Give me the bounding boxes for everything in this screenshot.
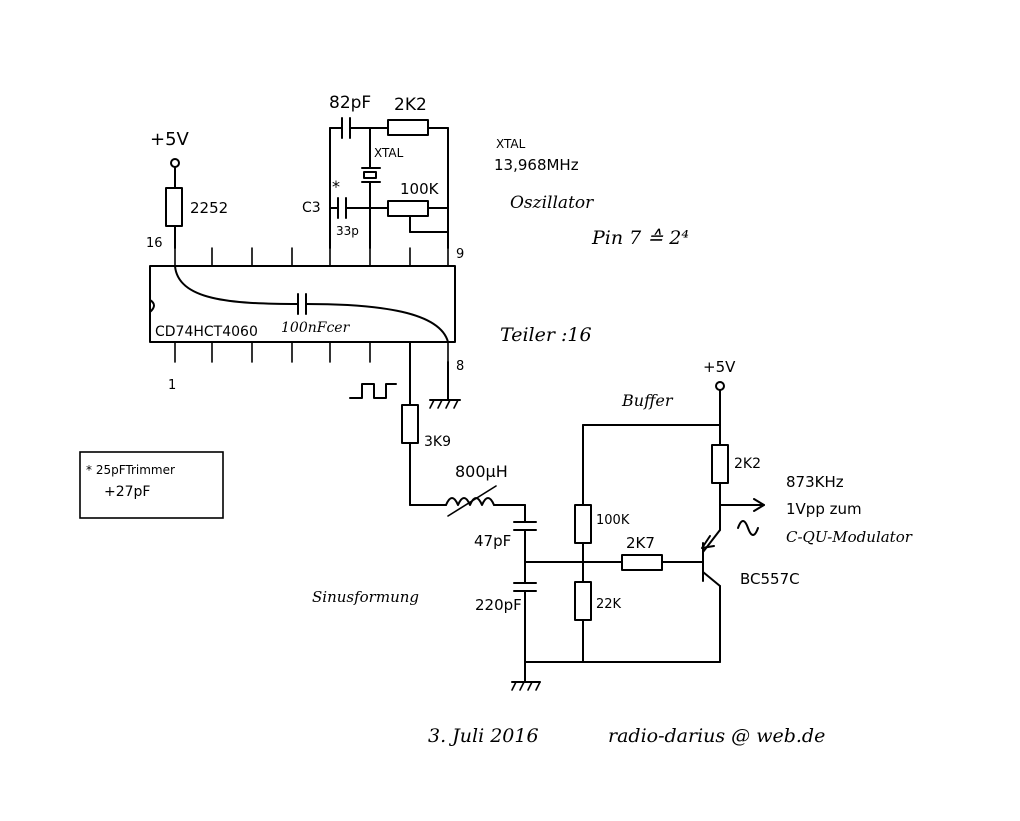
resistor-3k9-label: 3K9 — [424, 434, 451, 450]
supply-right-terminal — [715, 381, 725, 391]
footer-date: 3. Juli 2016 — [428, 725, 539, 747]
ic-decoupling-trace-left — [174, 265, 299, 305]
resistor-2k7-label: 2K7 — [626, 534, 655, 552]
sine-shaping-network: 800µH 47pF 220pF Sinusformung — [312, 462, 541, 691]
resistor-100k-top — [387, 200, 429, 217]
buffer-label: Buffer — [621, 391, 674, 410]
oscillator-network: 82pF 2K2 XTAL 100K C3 * 33p — [302, 93, 449, 249]
pin-16-label: 16 — [146, 236, 163, 251]
xtal-frequency: 13,968MHz — [494, 156, 579, 174]
resistor-3k9 — [401, 404, 419, 444]
sine-wave-icon — [737, 520, 759, 536]
resistor-100k-bias — [574, 504, 592, 544]
resistor-2252-label: 2252 — [190, 199, 228, 217]
cap-47pf-label: 47pF — [474, 532, 511, 550]
trimmer-footnote: * 25pFTrimmer +27pF — [79, 451, 224, 519]
pin-9-label: 9 — [456, 247, 464, 262]
inductor-label: 800µH — [455, 462, 508, 481]
pin-1-label: 1 — [168, 378, 176, 393]
cap-82pf-label: 82pF — [329, 93, 371, 113]
cap-220pf-label: 220pF — [475, 596, 522, 614]
supply-left-label: +5V — [150, 129, 190, 150]
emitter-arrow — [701, 535, 715, 549]
left-supply: +5V 2252 — [150, 129, 228, 249]
ic-body — [149, 265, 456, 343]
square-wave-icon — [349, 383, 397, 399]
footer-email: radio-darius @ web.de — [608, 725, 825, 747]
crystal-symbol — [363, 171, 377, 179]
transistor-bc557c — [701, 529, 721, 587]
pin-note: Pin 7 ≙ 2⁴ — [591, 227, 689, 249]
resistor-2k2-top — [387, 119, 429, 136]
footnote-box — [79, 451, 224, 519]
output-frequency: 873KHz — [786, 473, 844, 491]
ic-cap-label: 100nFcer — [281, 320, 351, 336]
ic-cd74hct4060: CD74HCT4060 100nFcer 16 9 1 8 — [146, 236, 464, 393]
resistor-22k — [574, 581, 592, 621]
supply-right-label: +5V — [703, 358, 736, 376]
output-level: 1Vpp zum — [786, 500, 862, 518]
footnote-line-1: * 25pFTrimmer — [86, 463, 175, 477]
ic-notch — [149, 299, 155, 313]
ic-label: CD74HCT4060 — [155, 324, 258, 340]
pin-8-label: 8 — [456, 359, 464, 374]
ic-output-stage: 3K9 — [349, 341, 461, 506]
cap-c3-label: C3 — [302, 200, 321, 216]
footnote-line-2: +27pF — [104, 484, 150, 500]
ic-bottom-pins — [174, 341, 449, 363]
sine-shaping-label: Sinusformung — [312, 588, 419, 606]
inductor-800uh — [445, 497, 495, 506]
ic-top-pins — [174, 247, 449, 267]
resistor-100k-bias-label: 100K — [596, 513, 630, 528]
transistor-label: BC557C — [740, 570, 800, 588]
trimmer-asterisk: * — [332, 177, 340, 196]
xtal-title: XTAL — [496, 137, 526, 151]
resistor-2k2-collector-label: 2K2 — [734, 456, 761, 472]
resistor-2252 — [165, 187, 183, 227]
resistor-2k2-top-label: 2K2 — [394, 95, 427, 115]
output-target: C-QU-Modulator — [786, 528, 913, 546]
cap-33p-label: 33p — [336, 224, 359, 238]
supply-left-terminal — [170, 158, 180, 168]
ic-decoupling-trace-right — [305, 303, 449, 343]
inductor-adjust-arrow — [447, 485, 497, 517]
resistor-2k7 — [621, 554, 663, 571]
resistor-2k2-collector — [711, 444, 729, 484]
divider-label: Teiler :16 — [500, 324, 592, 346]
oscillator-label: Oszillator — [510, 193, 594, 213]
resistor-100k-top-label: 100K — [400, 180, 440, 198]
resistor-22k-label: 22K — [596, 597, 622, 612]
oscillator-notes: XTAL 13,968MHz Oszillator Pin 7 ≙ 2⁴ Tei… — [494, 137, 689, 346]
buffer-stage: +5V Buffer 100K 22K 2K7 — [524, 358, 913, 663]
xtal-small-label: XTAL — [374, 146, 404, 160]
